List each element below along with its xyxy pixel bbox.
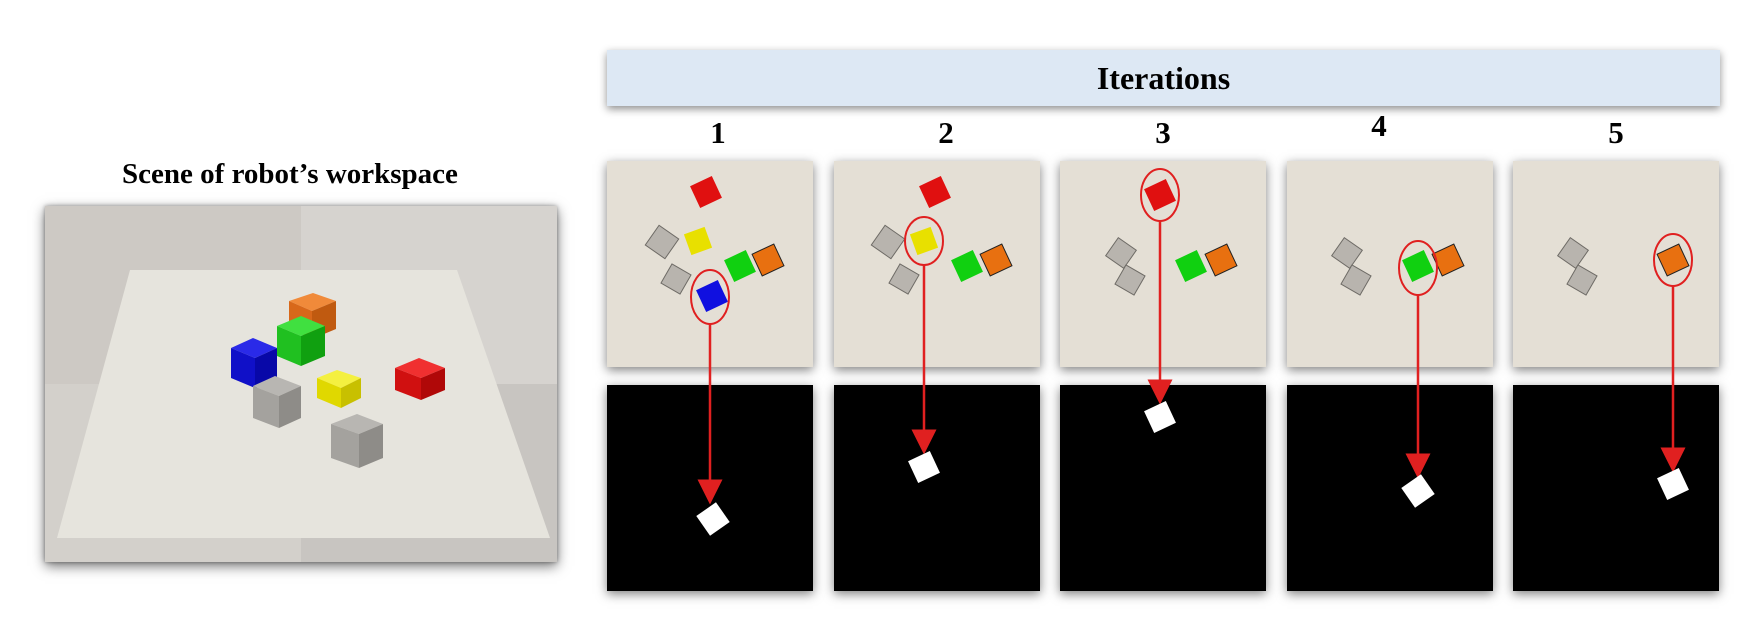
mask-block bbox=[1657, 468, 1689, 500]
gray-block bbox=[1566, 264, 1598, 296]
scene-title: Scene of robot’s workspace bbox=[122, 158, 458, 190]
red-cube bbox=[395, 358, 445, 400]
mask-panel-4 bbox=[1287, 385, 1493, 591]
gray-block bbox=[1330, 236, 1364, 270]
gray-block bbox=[870, 224, 906, 260]
iteration-number: 5 bbox=[1608, 115, 1624, 150]
orange-block bbox=[751, 243, 785, 277]
iteration-5-blocks bbox=[1556, 233, 1693, 500]
iteration-number: 1 bbox=[710, 115, 726, 150]
iteration-4-blocks bbox=[1330, 236, 1465, 508]
yellow-block bbox=[909, 226, 939, 256]
gray-cube bbox=[253, 376, 301, 428]
iteration-2-blocks bbox=[870, 176, 1013, 483]
workspace-scene-image bbox=[45, 206, 557, 562]
green-block bbox=[724, 250, 756, 282]
mask-block bbox=[1144, 401, 1176, 433]
mask-panel-2 bbox=[834, 385, 1040, 591]
iteration-number: 3 bbox=[1155, 115, 1171, 150]
yellow-cube bbox=[317, 370, 361, 408]
green-block bbox=[951, 250, 983, 282]
green-cube bbox=[277, 316, 325, 366]
iterations-title: Iterations bbox=[1096, 59, 1231, 96]
iterations-header: Iterations bbox=[607, 50, 1720, 106]
gray-block bbox=[644, 224, 680, 260]
gray-block bbox=[888, 263, 920, 295]
blue-block bbox=[696, 280, 728, 312]
orange-block bbox=[979, 243, 1013, 277]
orange-block bbox=[1656, 243, 1690, 277]
iteration-3-blocks bbox=[1104, 168, 1238, 433]
iteration-1-blocks bbox=[644, 176, 785, 536]
red-block bbox=[919, 176, 951, 208]
gray-block bbox=[1114, 264, 1146, 296]
workspace-scene-svg bbox=[45, 206, 557, 562]
gray-block bbox=[1104, 236, 1138, 270]
iteration-number: 2 bbox=[938, 115, 954, 150]
mask-block bbox=[908, 451, 940, 483]
table-surface bbox=[57, 270, 550, 538]
mask-block bbox=[1401, 474, 1435, 508]
red-block bbox=[690, 176, 722, 208]
orange-block bbox=[1204, 243, 1238, 277]
green-block bbox=[1175, 250, 1207, 282]
gray-cube bbox=[331, 414, 383, 468]
red-block bbox=[1144, 179, 1176, 211]
green-block bbox=[1402, 250, 1434, 282]
gray-block bbox=[1340, 264, 1372, 296]
mask-block bbox=[696, 502, 730, 536]
gray-block bbox=[1556, 236, 1590, 270]
yellow-block bbox=[683, 226, 713, 256]
gray-block bbox=[660, 263, 692, 295]
iteration-number: 4 bbox=[1371, 108, 1387, 143]
